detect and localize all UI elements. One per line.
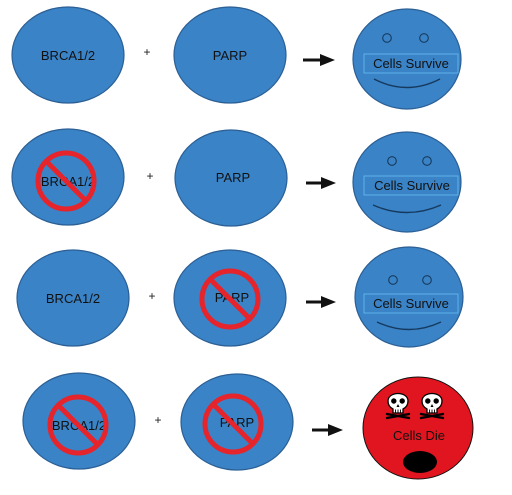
gene1-label: BRCA1/2 (46, 291, 100, 306)
no-sign-icon (47, 394, 109, 456)
smiley-face-icon: Cells Survive (352, 8, 462, 110)
gene1-circle: BRCA1/2 (16, 249, 130, 347)
arrow-icon (306, 296, 336, 308)
arrow-icon (303, 54, 335, 66)
no-sign-icon (202, 393, 264, 455)
row-1: BRCA1/2 + PARP Cells Survive (11, 6, 462, 110)
arrow-icon (306, 177, 336, 189)
gene2-circle: PARP (173, 249, 287, 347)
plus-sign: + (148, 289, 155, 303)
plus-sign: + (154, 413, 161, 427)
plus-sign: + (143, 45, 150, 59)
gene1-label: BRCA1/2 (41, 48, 95, 63)
row-4: BRCA1/2 + PARP C (22, 372, 474, 480)
smiley-face-icon: Cells Survive (352, 131, 462, 233)
gene2-circle: PARP (174, 129, 288, 227)
smiley-face-icon: Cells Survive (354, 246, 464, 348)
gene2-label: PARP (213, 48, 247, 63)
open-mouth (403, 451, 437, 473)
gene2-circle: PARP (173, 6, 287, 104)
outcome-label: Cells Survive (373, 56, 449, 71)
gene2-label: PARP (216, 170, 250, 185)
cells-die-circle: Cells Die (362, 376, 474, 480)
gene1-circle: BRCA1/2 (11, 6, 125, 104)
gene2-circle: PARP (180, 373, 294, 471)
no-sign-icon (35, 150, 97, 212)
arrow-icon (312, 424, 343, 436)
outcome-label: Cells Survive (374, 178, 450, 193)
plus-sign: + (146, 169, 153, 183)
no-sign-icon (199, 268, 261, 330)
row-2: BRCA1/2 + PARP Cells Survive (11, 128, 462, 233)
outcome-label: Cells Die (393, 428, 445, 443)
row-3: BRCA1/2 + PARP Cells Survive (16, 246, 464, 348)
gene1-circle: BRCA1/2 (22, 372, 136, 470)
outcome-label: Cells Survive (373, 296, 449, 311)
gene1-circle: BRCA1/2 (11, 128, 125, 226)
